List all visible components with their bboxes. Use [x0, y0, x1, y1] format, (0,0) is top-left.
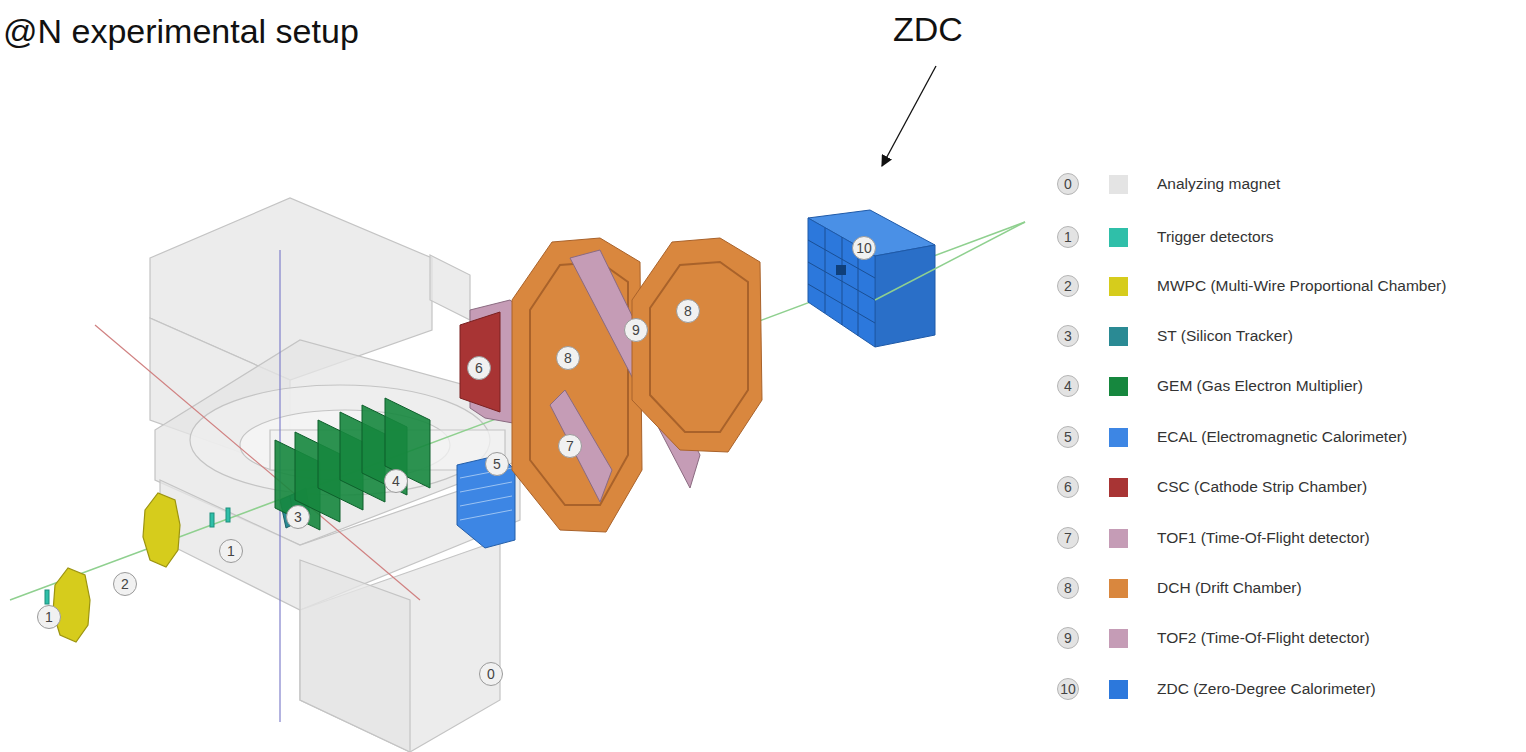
legend-text: TOF2 (Time-Of-Flight detector) — [1157, 629, 1370, 647]
legend-number: 10 — [1057, 678, 1079, 700]
legend-number: 9 — [1057, 627, 1079, 649]
beam-line — [875, 222, 1025, 300]
legend-text: ZDC (Zero-Degree Calorimeter) — [1157, 680, 1376, 698]
legend-number: 3 — [1057, 325, 1079, 347]
callout-number: 8 — [556, 346, 580, 370]
legend-number: 4 — [1057, 375, 1079, 397]
legend-text: GEM (Gas Electron Multiplier) — [1157, 377, 1363, 395]
callout-number: 7 — [558, 434, 582, 458]
legend-number: 8 — [1057, 577, 1079, 599]
legend-number: 1 — [1057, 226, 1079, 248]
callout-number: 0 — [479, 662, 503, 686]
mwpc-chamber — [53, 493, 180, 642]
drift-chamber — [632, 238, 762, 452]
legend-text: Analyzing magnet — [1157, 175, 1280, 193]
legend-swatch — [1109, 529, 1128, 548]
legend-swatch — [1109, 478, 1128, 497]
legend-text: DCH (Drift Chamber) — [1157, 579, 1302, 597]
legend-swatch — [1109, 579, 1128, 598]
drift-chamber — [512, 238, 642, 532]
legend-text: MWPC (Multi-Wire Proportional Chamber) — [1157, 277, 1446, 295]
legend-number: 2 — [1057, 275, 1079, 297]
callout-number: 2 — [113, 572, 137, 596]
legend-number: 0 — [1057, 173, 1079, 195]
legend-text: Trigger detectors — [1157, 228, 1274, 246]
callout-number: 10 — [852, 236, 876, 260]
callout-number: 4 — [384, 469, 408, 493]
legend-swatch — [1109, 327, 1128, 346]
legend-swatch — [1109, 680, 1128, 699]
legend-number: 7 — [1057, 527, 1079, 549]
title: @N experimental setup — [3, 12, 359, 51]
callout-number: 6 — [467, 356, 491, 380]
legend-swatch — [1109, 377, 1128, 396]
callout-number: 5 — [485, 452, 509, 476]
magnet — [150, 198, 520, 752]
legend-text: TOF1 (Time-Of-Flight detector) — [1157, 529, 1370, 547]
callout-number: 3 — [286, 505, 310, 529]
legend-swatch — [1109, 428, 1128, 447]
legend-number: 5 — [1057, 426, 1079, 448]
leader-arrow — [882, 66, 936, 166]
legend-swatch — [1109, 228, 1128, 247]
callout-number: 9 — [624, 318, 648, 342]
tof1 — [550, 390, 612, 502]
legend-text: ECAL (Electromagnetic Calorimeter) — [1157, 428, 1407, 446]
gem-planes — [275, 398, 430, 530]
axis-line — [95, 325, 420, 600]
pointer-label: ZDC — [893, 10, 963, 49]
legend-swatch — [1109, 629, 1128, 648]
legend-text: CSC (Cathode Strip Chamber) — [1157, 478, 1367, 496]
callout-number: 1 — [37, 605, 61, 629]
callout-number: 1 — [219, 539, 243, 563]
legend-swatch — [1109, 277, 1128, 296]
legend-number: 6 — [1057, 476, 1079, 498]
legend-text: ST (Silicon Tracker) — [1157, 327, 1293, 345]
legend-swatch — [1109, 175, 1128, 194]
callout-number: 8 — [676, 299, 700, 323]
